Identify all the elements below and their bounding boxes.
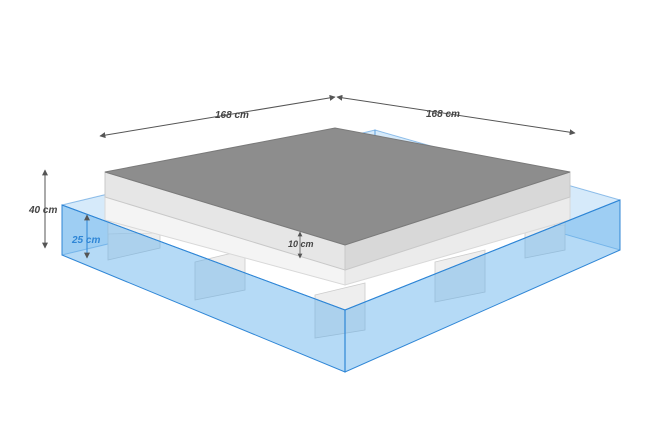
mattress-thickness-label: 10 cm	[288, 239, 314, 249]
total-height-label: 40 cm	[28, 205, 57, 216]
water-surface-line	[61, 199, 621, 311]
length-right-label: 168 cm	[426, 109, 460, 120]
support-block	[194, 249, 246, 301]
dimension-line-length-right	[336, 94, 576, 136]
length-left-label: 168 cm	[215, 110, 249, 121]
support-block	[314, 282, 366, 339]
mattress	[104, 127, 571, 271]
support-block	[434, 249, 486, 303]
water-depth-label: 25 cm	[71, 235, 100, 246]
dimension-line-length-left	[99, 94, 336, 139]
mattress-top-face	[104, 127, 571, 246]
dimension-lines	[42, 94, 576, 259]
